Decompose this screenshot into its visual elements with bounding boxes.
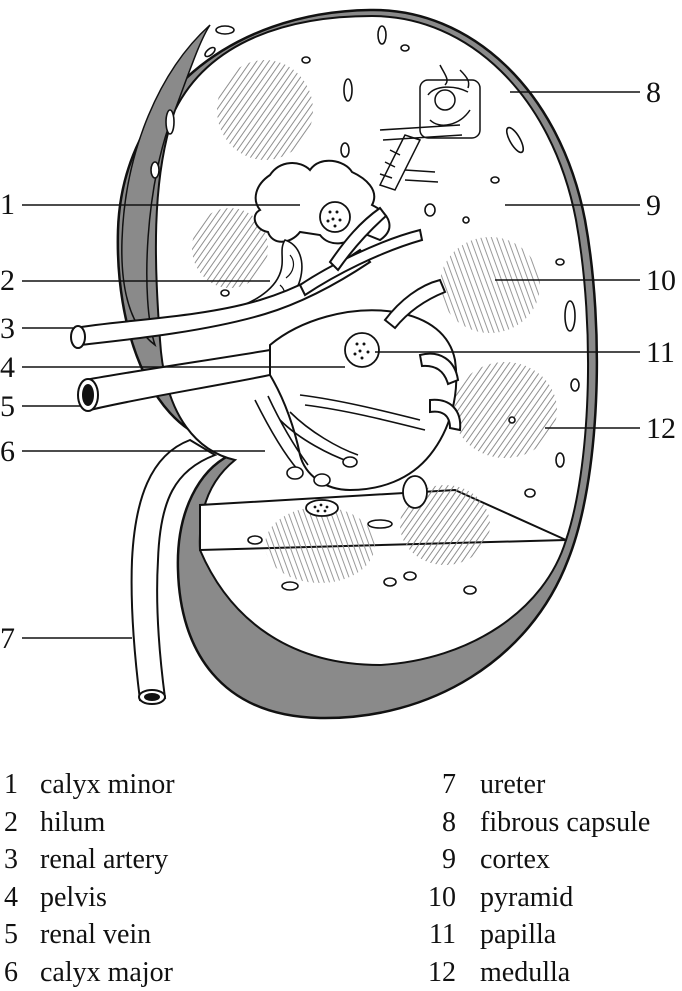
legend-number: 9 bbox=[442, 844, 456, 875]
legend-item: 5 renal vein bbox=[0, 916, 175, 954]
legend-number: 7 bbox=[442, 769, 456, 800]
callout-5: 5 bbox=[0, 390, 15, 423]
vessel-sections bbox=[150, 25, 580, 595]
callout-2: 2 bbox=[0, 264, 15, 297]
legend-label: papilla bbox=[480, 919, 557, 950]
legend-number: 3 bbox=[4, 844, 18, 875]
callout-10: 10 bbox=[646, 264, 676, 297]
legend-number: 8 bbox=[442, 806, 456, 838]
legend-item: 4 pelvis bbox=[0, 879, 175, 917]
callout-7: 7 bbox=[0, 622, 15, 655]
legend-label: renal artery bbox=[40, 844, 169, 875]
callout-3: 3 bbox=[0, 312, 15, 345]
legend-left-column: 1 calyx minor 2 hilum 3 renal artery 4 pelvi… bbox=[0, 766, 175, 991]
nephron-detail bbox=[378, 64, 481, 191]
legend-item: 2 hilum bbox=[0, 804, 175, 842]
legend-item: 10 pyramid bbox=[420, 879, 650, 917]
legend-label: renal vein bbox=[40, 919, 152, 950]
callout-12: 12 bbox=[646, 412, 676, 445]
legend-number: 4 bbox=[4, 881, 18, 913]
legend-label: fibrous capsule bbox=[480, 806, 651, 838]
legend-item: 8 fibrous capsule bbox=[420, 804, 650, 842]
legend-number: 12 bbox=[428, 956, 456, 988]
callout-numbers: 1 2 3 4 5 6 7 8 9 10 11 12 bbox=[0, 76, 676, 655]
legend-item: 3 renal artery bbox=[0, 841, 175, 879]
kidney-diagram: 1 2 3 4 5 6 7 8 9 10 11 12 bbox=[0, 8, 676, 720]
legend-label: cortex bbox=[480, 844, 550, 875]
legend-label: pyramid bbox=[480, 881, 574, 913]
callout-1: 1 bbox=[0, 188, 15, 221]
legend-label: ureter bbox=[480, 769, 546, 800]
legend-number: 10 bbox=[428, 881, 456, 913]
callout-6: 6 bbox=[0, 435, 15, 468]
callout-4: 4 bbox=[0, 351, 15, 384]
legend-item: 11 papilla bbox=[420, 916, 650, 954]
legend-number: 5 bbox=[4, 919, 18, 950]
legend-item: 9 cortex bbox=[420, 841, 650, 879]
legend-label: pelvis bbox=[40, 881, 107, 913]
legend-label: calyx minor bbox=[40, 769, 175, 800]
legend-number: 6 bbox=[4, 956, 18, 988]
legend-label: hilum bbox=[40, 806, 106, 838]
legend-item: 7 ureter bbox=[420, 766, 650, 804]
legend-number: 11 bbox=[429, 919, 456, 950]
legend-right-column: 7 ureter 8 fibrous capsule 9 cortex 10 pyram… bbox=[420, 766, 650, 991]
pyramid-hatching bbox=[192, 60, 557, 583]
callout-11: 11 bbox=[646, 336, 675, 369]
legend-number: 1 bbox=[4, 769, 18, 800]
legend-label: medulla bbox=[480, 956, 571, 988]
leader-lines bbox=[22, 91, 640, 639]
renal-artery-branches bbox=[70, 206, 424, 349]
legend-label: calyx major bbox=[40, 956, 173, 988]
legend-item: 1 calyx minor bbox=[0, 766, 175, 804]
callout-9: 9 bbox=[646, 189, 661, 222]
legend-item: 12 medulla bbox=[420, 954, 650, 991]
legend-item: 6 calyx major bbox=[0, 954, 175, 991]
callout-8: 8 bbox=[646, 76, 661, 109]
legend-number: 2 bbox=[4, 806, 18, 838]
